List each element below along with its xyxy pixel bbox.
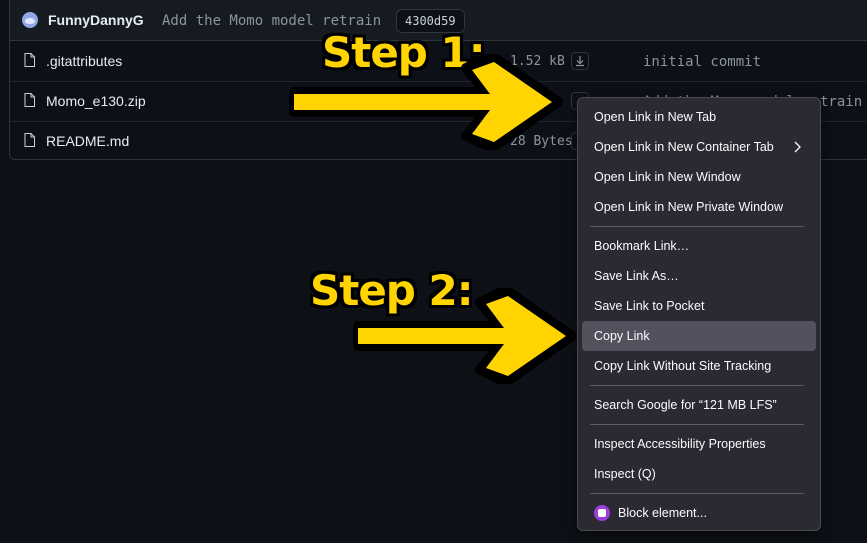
file-name[interactable]: .gitattributes (46, 53, 123, 69)
step-2-arrow-icon (353, 288, 577, 384)
file-size: 28 Bytes (510, 134, 573, 149)
menu-copy-link[interactable]: Copy Link (582, 321, 816, 351)
file-icon (24, 133, 35, 147)
menu-item-label: Block element... (618, 506, 707, 520)
menu-open-new-tab[interactable]: Open Link in New Tab (594, 110, 717, 124)
user-avatar[interactable] (22, 12, 38, 28)
menu-inspect[interactable]: Inspect (Q) (594, 467, 656, 481)
step-1-label: Step 1: (322, 28, 486, 77)
repo-file-list: FunnyDannyG Add the Momo model retrain 4… (9, 0, 867, 160)
menu-save-to-pocket[interactable]: Save Link to Pocket (594, 299, 705, 313)
file-name[interactable]: README.md (46, 133, 130, 149)
menu-separator (590, 424, 804, 425)
file-size: 1.52 kB (510, 54, 565, 69)
file-row: .gitattributes 1.52 kB initial commit (10, 41, 867, 82)
download-button[interactable] (571, 52, 589, 70)
menu-block-element[interactable]: Block element... (582, 498, 816, 528)
menu-separator (590, 385, 804, 386)
menu-separator (590, 226, 804, 227)
file-icon (24, 93, 35, 107)
menu-copy-link-no-tracking[interactable]: Copy Link Without Site Tracking (594, 359, 772, 373)
file-name[interactable]: Momo_e130.zip (46, 93, 146, 109)
menu-search-google[interactable]: Search Google for “121 MB LFS” (594, 398, 777, 412)
latest-commit-bar: FunnyDannyG Add the Momo model retrain 4… (10, 0, 867, 41)
menu-inspect-accessibility[interactable]: Inspect Accessibility Properties (594, 437, 766, 451)
ublock-extension-icon (594, 505, 610, 521)
menu-separator (590, 493, 804, 494)
file-commit-message[interactable]: initial commit (643, 54, 762, 70)
commit-message[interactable]: Add the Momo model retrain (162, 13, 382, 29)
menu-bookmark-link[interactable]: Bookmark Link… (594, 239, 690, 253)
menu-open-new-container-tab[interactable]: Open Link in New Container Tab (582, 132, 816, 162)
menu-save-link-as[interactable]: Save Link As… (594, 269, 679, 283)
commit-author[interactable]: FunnyDannyG (48, 12, 144, 28)
step-1-arrow-icon (289, 54, 563, 150)
context-menu: Open Link in New Tab Open Link in New Co… (577, 97, 821, 531)
menu-open-new-window[interactable]: Open Link in New Window (594, 170, 741, 184)
chevron-right-icon (794, 141, 801, 153)
step-2-label: Step 2: (310, 266, 474, 315)
download-icon (576, 56, 584, 67)
file-row: README.md 28 Bytes (10, 121, 867, 161)
menu-open-private-window[interactable]: Open Link in New Private Window (594, 200, 783, 214)
file-icon (24, 53, 35, 67)
menu-item-label: Open Link in New Container Tab (594, 140, 774, 154)
commit-hash-badge[interactable]: 4300d59 (396, 9, 465, 33)
